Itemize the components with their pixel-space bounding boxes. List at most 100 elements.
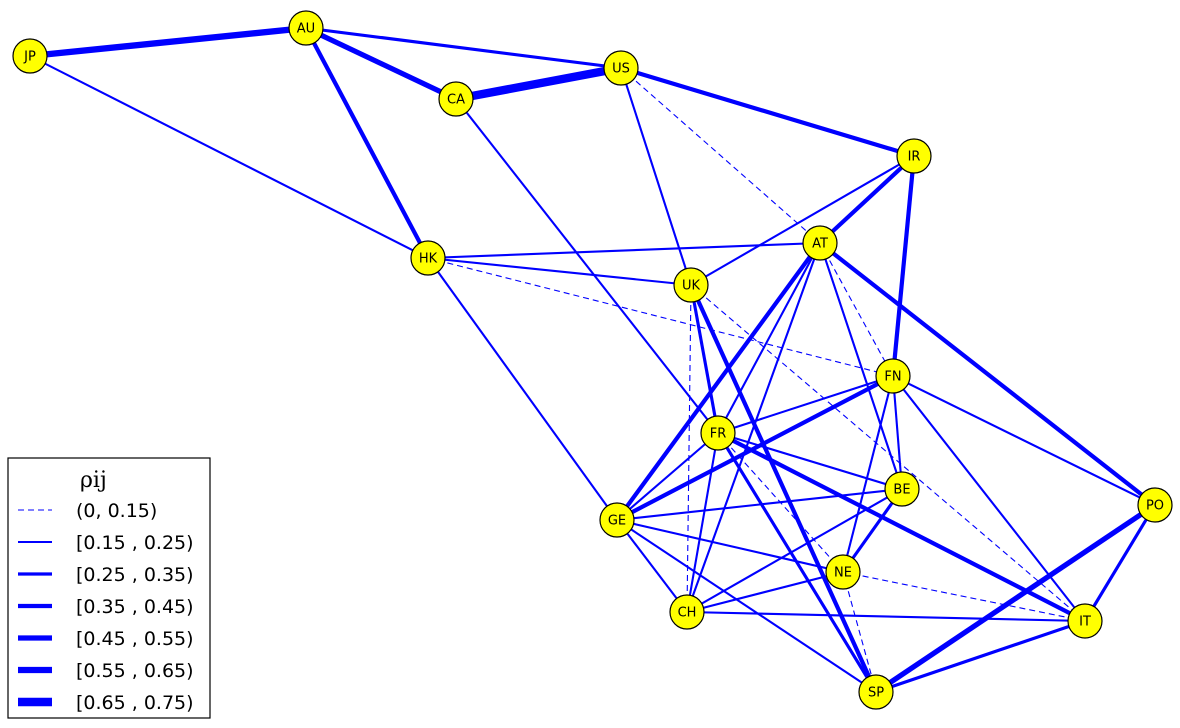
node-ne: NE bbox=[825, 554, 861, 590]
node-label-it: IT bbox=[1079, 615, 1091, 630]
legend-item: [0.25 , 0.35) bbox=[18, 564, 194, 586]
edge-fn-po bbox=[892, 375, 1156, 506]
node-circle-jp bbox=[12, 38, 48, 74]
node-label-at: AT bbox=[812, 237, 828, 252]
edge-jp-au bbox=[29, 24, 307, 60]
edge-fr-ge bbox=[616, 432, 719, 521]
edge-ne-sp bbox=[842, 571, 877, 693]
edge-ne-it bbox=[842, 571, 1086, 622]
node-label-us: US bbox=[612, 62, 630, 77]
edge-at-be bbox=[819, 242, 903, 490]
node-jp: JP bbox=[12, 38, 48, 74]
node-uk: UK bbox=[673, 267, 709, 303]
node-circle-be bbox=[884, 471, 920, 507]
edge-ir-uk bbox=[690, 155, 915, 286]
node-circle-ge bbox=[599, 502, 635, 538]
node-label-fr: FR bbox=[710, 427, 727, 442]
node-label-ir: IR bbox=[908, 150, 921, 165]
node-circle-at bbox=[802, 225, 838, 261]
edge-at-ge bbox=[615, 241, 822, 522]
node-circle-ca bbox=[438, 81, 474, 117]
edge-uk-ch bbox=[686, 284, 692, 613]
edge-uk-it bbox=[690, 284, 1086, 622]
node-circle-us bbox=[603, 50, 639, 86]
edge-po-sp bbox=[874, 502, 1157, 695]
edge-fn-it bbox=[892, 375, 1086, 622]
edge-po-it bbox=[1083, 504, 1157, 622]
node-circle-it bbox=[1067, 603, 1103, 639]
edge-fr-sp bbox=[716, 432, 878, 693]
edge-at-ch bbox=[686, 242, 821, 613]
node-label-be: BE bbox=[893, 483, 910, 498]
legend-label: (0, 0.15) bbox=[76, 500, 157, 522]
legend-item: [0.15 , 0.25) bbox=[18, 532, 194, 554]
edge-us-ir bbox=[620, 65, 915, 159]
node-label-ch: CH bbox=[678, 606, 697, 621]
edge-au-us bbox=[305, 26, 622, 70]
edge-uk-fr bbox=[689, 284, 720, 434]
edge-us-at bbox=[620, 67, 821, 244]
edge-au-hk bbox=[304, 27, 430, 259]
node-circle-ne bbox=[825, 554, 861, 590]
nodes-layer: JP AU CA US IR HK AT UK FN FR BE PO GE NE CH IT SP bbox=[12, 10, 1173, 710]
edge-ch-it bbox=[686, 610, 1086, 623]
node-hk: HK bbox=[410, 240, 446, 276]
node-label-po: PO bbox=[1146, 499, 1164, 514]
legend-label: [0.25 , 0.35) bbox=[76, 564, 194, 586]
node-label-ne: NE bbox=[834, 566, 852, 581]
edge-uk-sp bbox=[689, 284, 878, 693]
node-at: AT bbox=[802, 225, 838, 261]
node-label-sp: SP bbox=[868, 686, 884, 701]
edge-us-uk bbox=[620, 67, 692, 286]
edge-hk-ge bbox=[427, 257, 618, 521]
legend-item: [0.35 , 0.45) bbox=[18, 596, 194, 618]
edge-at-po bbox=[818, 241, 1157, 507]
edge-fr-be bbox=[717, 431, 903, 491]
edge-ge-ch bbox=[616, 519, 688, 613]
legend-item: [0.45 , 0.55) bbox=[18, 628, 194, 650]
edge-ca-fr bbox=[455, 98, 719, 434]
node-circle-ch bbox=[669, 594, 705, 630]
node-fr: FR bbox=[700, 415, 736, 451]
node-sp: SP bbox=[858, 674, 894, 710]
edge-be-ge bbox=[616, 487, 903, 522]
edge-fn-ne bbox=[841, 375, 895, 573]
legend: ρij (0, 0.15) [0.15 , 0.25) [0.25 , 0.35) [… bbox=[7, 457, 211, 719]
legend-label: [0.65 , 0.75) bbox=[76, 692, 194, 714]
node-label-ge: GE bbox=[608, 514, 626, 529]
edge-hk-at bbox=[427, 241, 821, 260]
node-be: BE bbox=[884, 471, 920, 507]
node-circle-hk bbox=[410, 240, 446, 276]
edge-ca-us bbox=[455, 63, 622, 104]
node-fn: FN bbox=[875, 358, 911, 394]
legend-items: (0, 0.15) [0.15 , 0.25) [0.25 , 0.35) [0.35… bbox=[18, 500, 194, 714]
legend-item: [0.65 , 0.75) bbox=[18, 692, 194, 714]
node-circle-sp bbox=[858, 674, 894, 710]
legend-title: ρij bbox=[80, 468, 107, 493]
edge-it-sp bbox=[875, 619, 1086, 694]
node-label-jp: JP bbox=[23, 50, 36, 65]
edge-at-fr bbox=[717, 242, 821, 434]
legend-label: [0.55 , 0.65) bbox=[76, 660, 194, 682]
node-circle-au bbox=[288, 10, 324, 46]
node-label-hk: HK bbox=[419, 252, 438, 267]
node-label-au: AU bbox=[297, 22, 315, 37]
node-us: US bbox=[603, 50, 639, 86]
node-circle-po bbox=[1137, 487, 1173, 523]
edge-at-fn bbox=[819, 242, 894, 377]
edge-fr-ch bbox=[685, 432, 720, 613]
legend-label: [0.15 , 0.25) bbox=[76, 532, 194, 554]
edge-ge-sp bbox=[616, 519, 877, 693]
edge-au-ca bbox=[304, 25, 458, 102]
edge-fr-it bbox=[717, 431, 1086, 623]
node-it: IT bbox=[1067, 603, 1103, 639]
edge-ne-ch bbox=[686, 570, 844, 614]
legend-item: [0.55 , 0.65) bbox=[18, 660, 194, 682]
legend-label: [0.35 , 0.45) bbox=[76, 596, 194, 618]
edge-jp-hk bbox=[29, 55, 429, 259]
node-ca: CA bbox=[438, 81, 474, 117]
node-label-uk: UK bbox=[682, 279, 701, 294]
legend-box bbox=[7, 457, 211, 719]
legend-item: (0, 0.15) bbox=[18, 500, 157, 522]
